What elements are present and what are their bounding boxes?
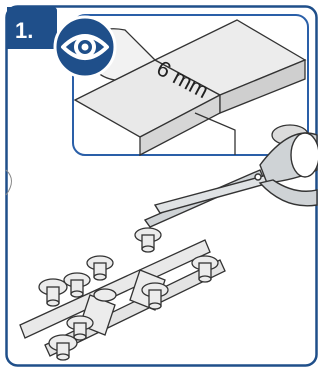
step-badge: 1.: [7, 7, 57, 49]
eye-icon: [55, 17, 115, 77]
step-number: 1.: [15, 18, 33, 43]
peg: [94, 289, 116, 301]
instruction-illustration: 1. 6 mm: [5, 5, 318, 367]
instruction-panel: 1. 6 mm: [5, 5, 318, 367]
